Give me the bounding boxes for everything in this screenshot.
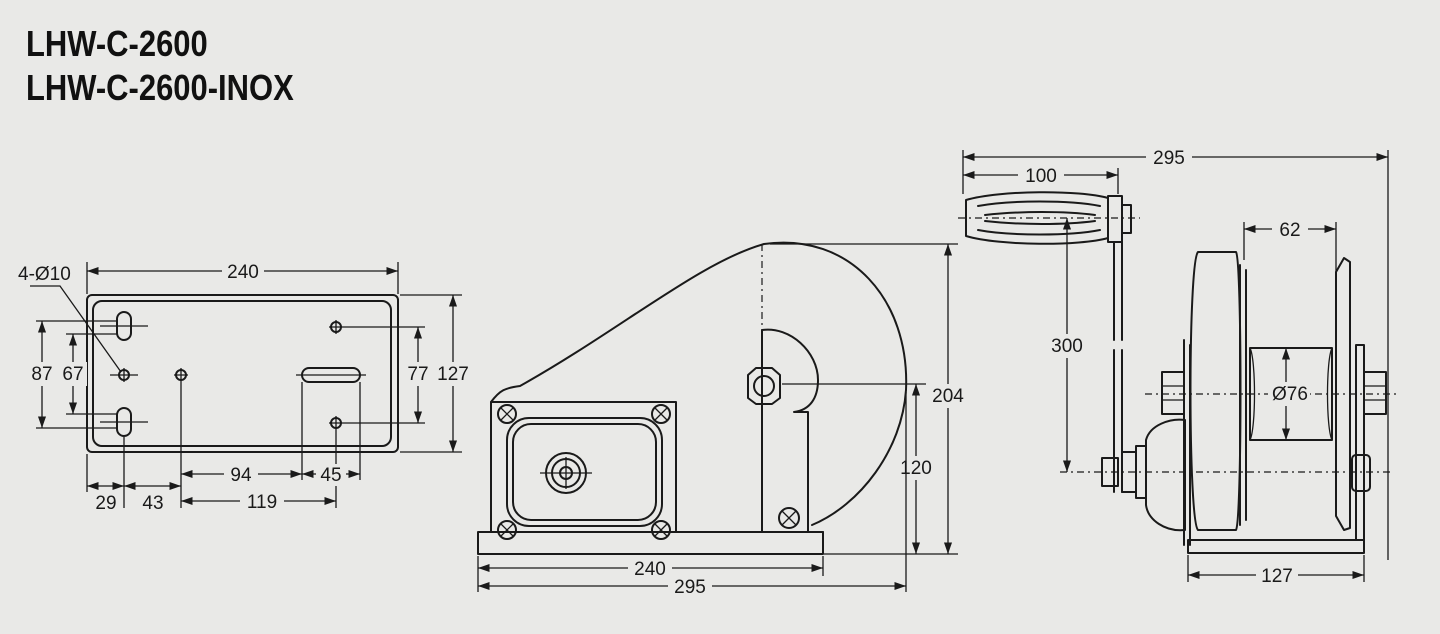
offset-43-dim: 43 [142, 493, 163, 514]
front-base-width-dim: 127 [1261, 566, 1293, 587]
side-frame [761, 328, 824, 533]
drum-guard [490, 241, 908, 526]
frame-bolt [778, 507, 800, 529]
plate-outline [86, 294, 399, 453]
housing-bolt [651, 404, 671, 424]
shaft-nut [747, 367, 781, 405]
winch-front-view: 295 100 300 62 Ø76 127 [958, 146, 1400, 587]
slot-spacing-dim: 77 [407, 364, 428, 385]
crank-radius-dim: 300 [1051, 336, 1083, 357]
right-side-plate [1355, 344, 1365, 541]
housing-bolt [651, 520, 671, 540]
gear-housing [490, 401, 677, 533]
handle-boss [1107, 195, 1123, 243]
left-side-plate [1189, 251, 1242, 531]
right-flange [1335, 257, 1351, 531]
gear-housing-front [1145, 418, 1186, 532]
hole-spec-label: 4-Ø10 [18, 264, 71, 285]
handle-length-dim: 100 [1025, 166, 1057, 187]
offset-45-dim: 45 [320, 465, 341, 486]
offset-119-dim: 119 [247, 492, 277, 513]
right-bolt-nut [1363, 371, 1387, 415]
front-base-plate [1187, 539, 1365, 554]
side-base [477, 531, 824, 555]
drum-end-nut [1351, 454, 1371, 492]
plate-width-dim: 240 [227, 262, 259, 283]
drum-diameter-dim: Ø76 [1272, 384, 1308, 405]
housing-bolt [497, 404, 517, 424]
plate-height-dim: 127 [437, 364, 469, 385]
crank-arm [1113, 241, 1123, 493]
drum-width-dim: 62 [1279, 220, 1300, 241]
base-length-dim: 240 [634, 559, 666, 580]
hole-spacing-67-dim: 67 [62, 364, 83, 385]
front-overall-width-dim: 295 [1153, 148, 1185, 169]
plate-inner-outline [92, 300, 392, 447]
title-block: LHW-C-2600 LHW-C-2600-INOX [26, 22, 294, 110]
winch-side-view: 204 120 240 295 [477, 241, 968, 598]
base-plate-view: 4-Ø10 240 127 77 87 67 29 43 [18, 259, 472, 514]
offset-29-dim: 29 [95, 493, 116, 514]
housing-bolt [497, 520, 517, 540]
housing-window [506, 417, 663, 527]
axis-height-dim: 120 [900, 458, 932, 479]
offset-94-dim: 94 [230, 465, 252, 486]
model-title-inox: LHW-C-2600-INOX [26, 67, 294, 108]
overall-length-dim: 295 [674, 577, 706, 598]
left-bolt-nut [1161, 371, 1185, 415]
hole-spacing-87-dim: 87 [31, 364, 52, 385]
hole-leader [30, 285, 122, 373]
overall-height-dim: 204 [932, 386, 964, 407]
model-title: LHW-C-2600 [26, 23, 208, 64]
